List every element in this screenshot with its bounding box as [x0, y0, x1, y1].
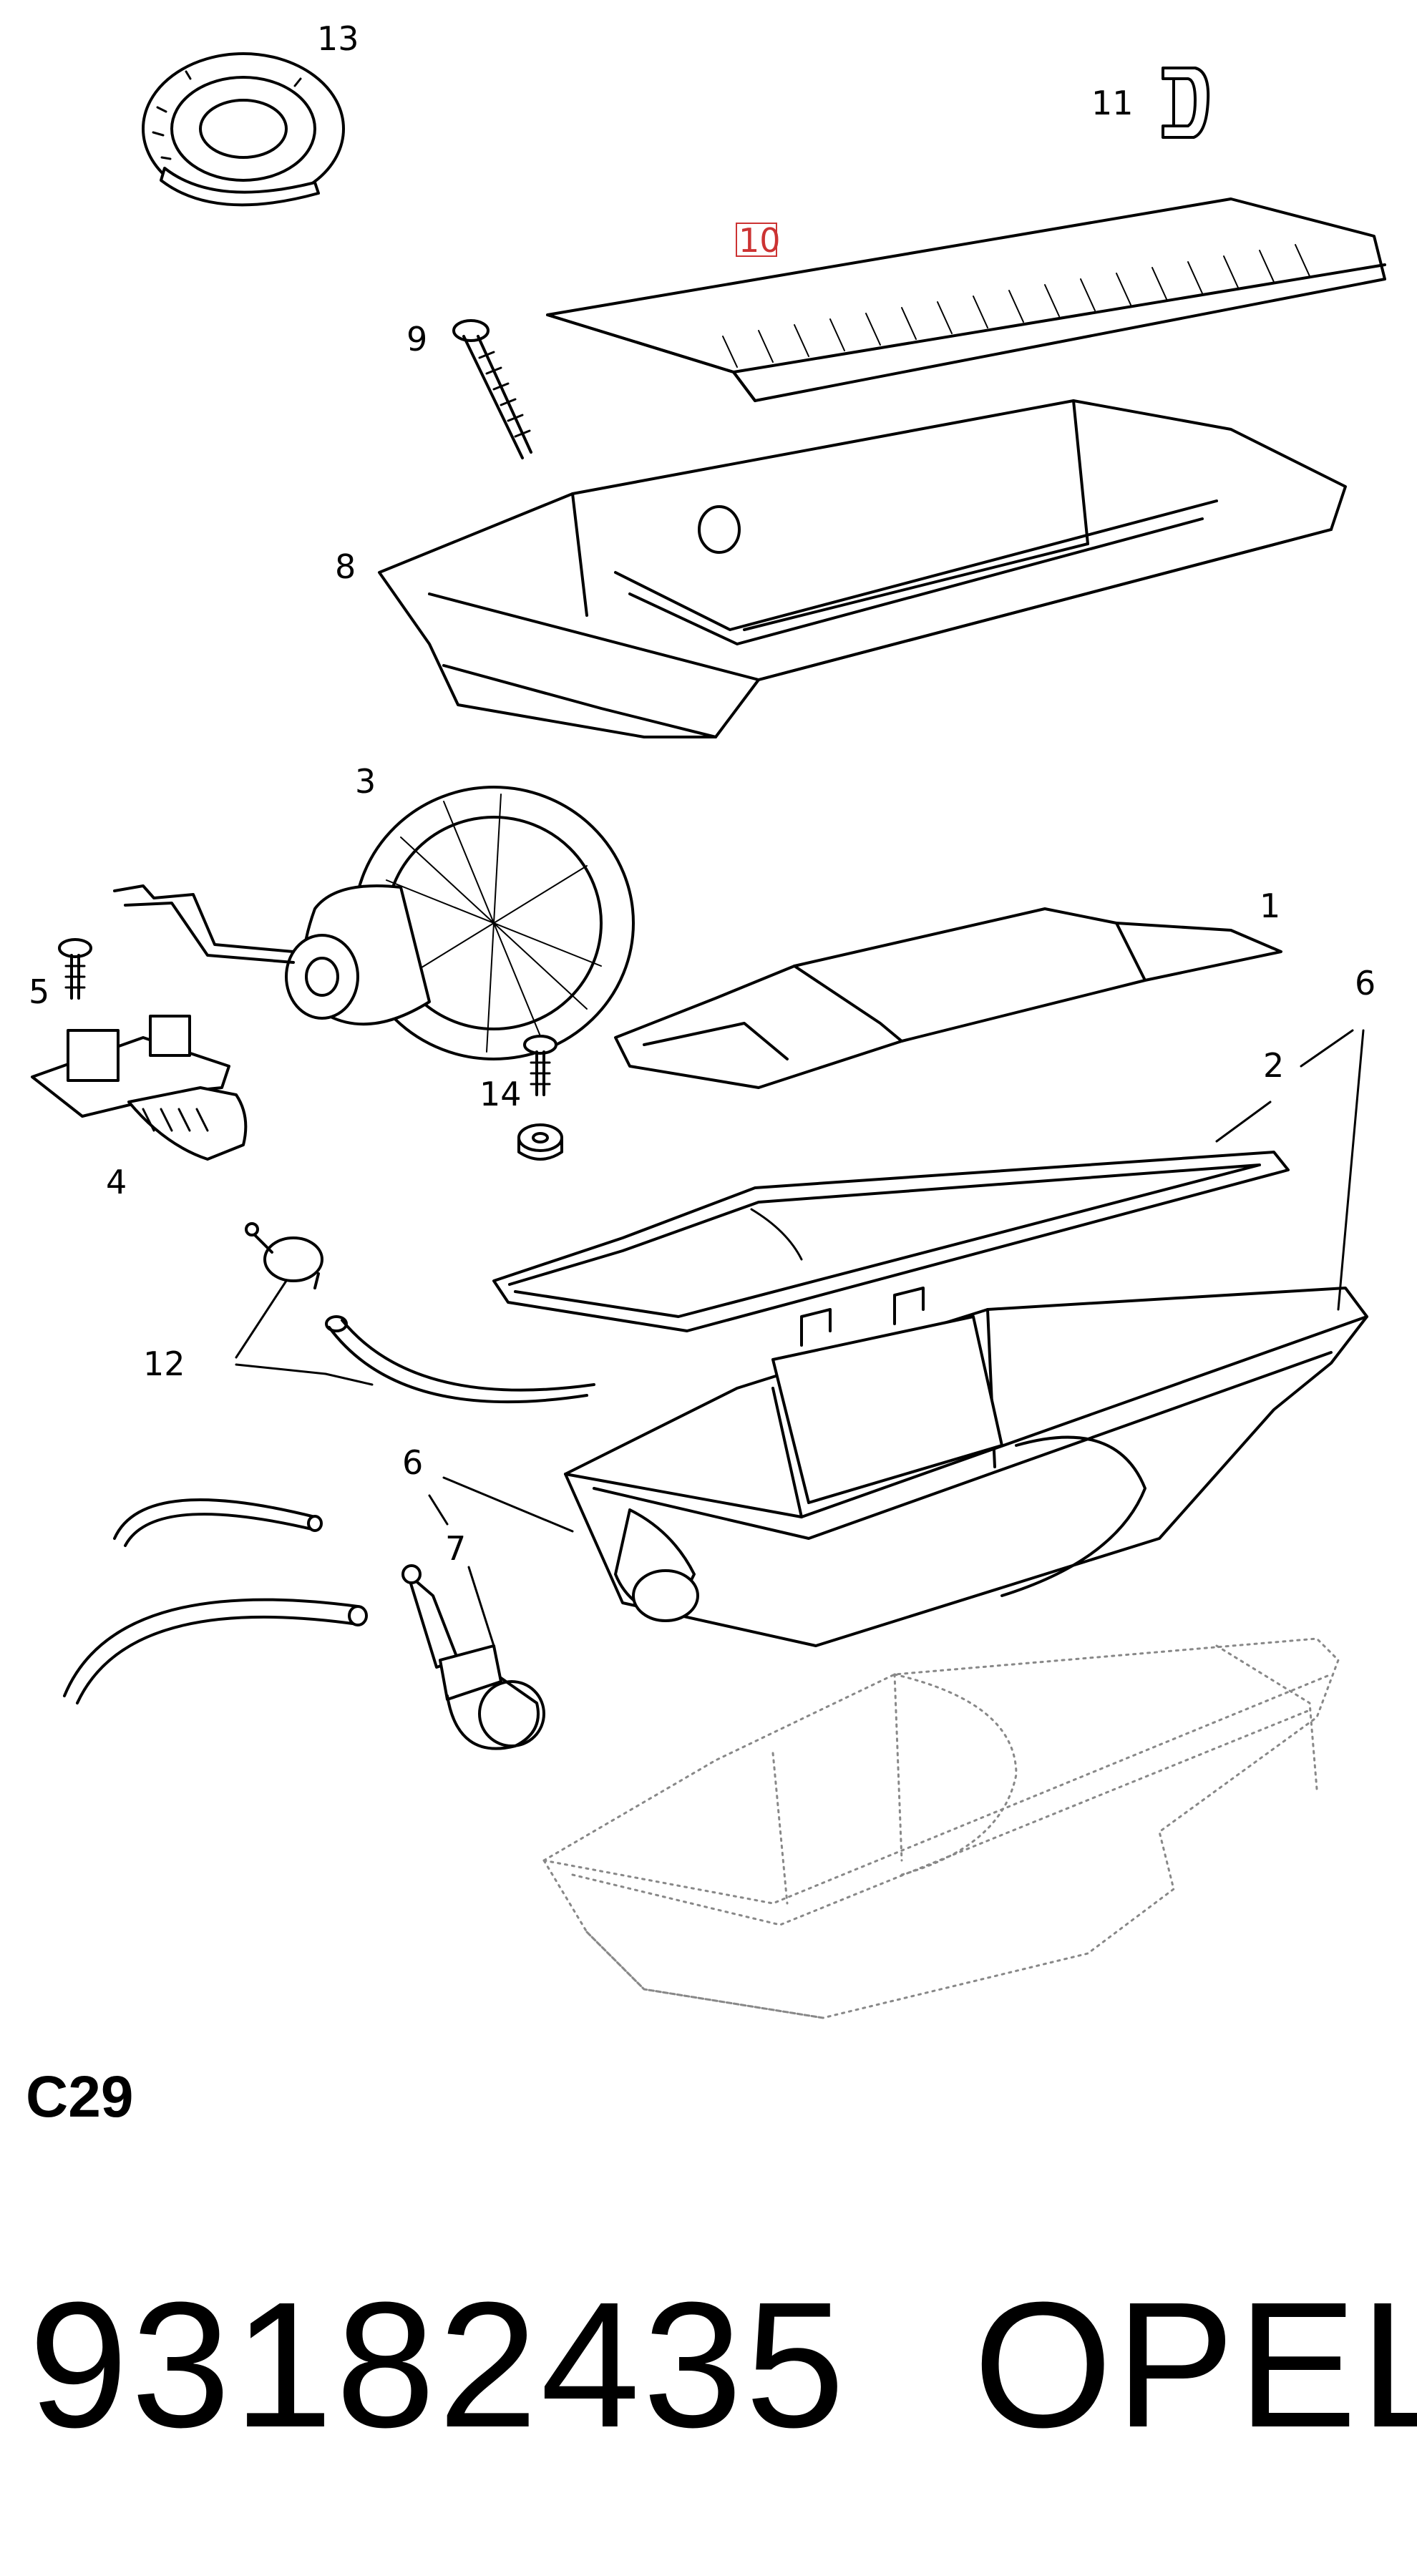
callout-8[interactable]: 8 [335, 547, 356, 586]
clip-part [1162, 67, 1210, 139]
callout-labels: 13 11 10 9 8 3 1 6 5 2 14 4 12 6 7 [29, 19, 1375, 1568]
page-code: C29 [26, 2064, 134, 2129]
cover-part [614, 907, 1282, 1089]
callout-5[interactable]: 5 [29, 972, 49, 1011]
sensor-part [401, 1564, 545, 1750]
callout-9[interactable]: 9 [406, 320, 427, 358]
pollen-filter-part [546, 197, 1386, 402]
screw-grommet-part [517, 1035, 563, 1161]
callout-6-bottom[interactable]: 6 [402, 1443, 423, 1482]
callout-1[interactable]: 1 [1260, 887, 1280, 925]
hose-parts [63, 1498, 368, 1704]
screw-part-9 [452, 319, 532, 459]
tape-roll-part [142, 52, 345, 207]
callout-10[interactable]: 10 [739, 221, 781, 260]
callout-10-highlight-box [736, 223, 777, 257]
resistor-part [31, 1015, 248, 1161]
callout-12[interactable]: 12 [143, 1345, 185, 1383]
callout-13[interactable]: 13 [317, 19, 359, 58]
callout-11[interactable]: 11 [1091, 84, 1134, 122]
screw-part-5 [58, 938, 92, 1000]
vacuum-actuator-part [245, 1222, 595, 1404]
part-number: 93182435 [29, 2265, 848, 2464]
callout-14[interactable]: 14 [479, 1075, 522, 1113]
filter-housing-part [378, 399, 1347, 738]
callout-7[interactable]: 7 [445, 1529, 466, 1568]
callout-6-top[interactable]: 6 [1355, 964, 1375, 1002]
callout-4[interactable]: 4 [106, 1163, 127, 1201]
blower-motor-part [113, 786, 635, 1060]
leader-lines [235, 1029, 1365, 1647]
callout-3[interactable]: 3 [355, 762, 376, 801]
heater-housing-part [564, 1287, 1368, 1647]
gasket-part [492, 1151, 1290, 1332]
housing-outline-ghost [542, 1637, 1340, 2019]
brand-name: OPEL [973, 2265, 1417, 2464]
callout-2[interactable]: 2 [1263, 1046, 1284, 1085]
